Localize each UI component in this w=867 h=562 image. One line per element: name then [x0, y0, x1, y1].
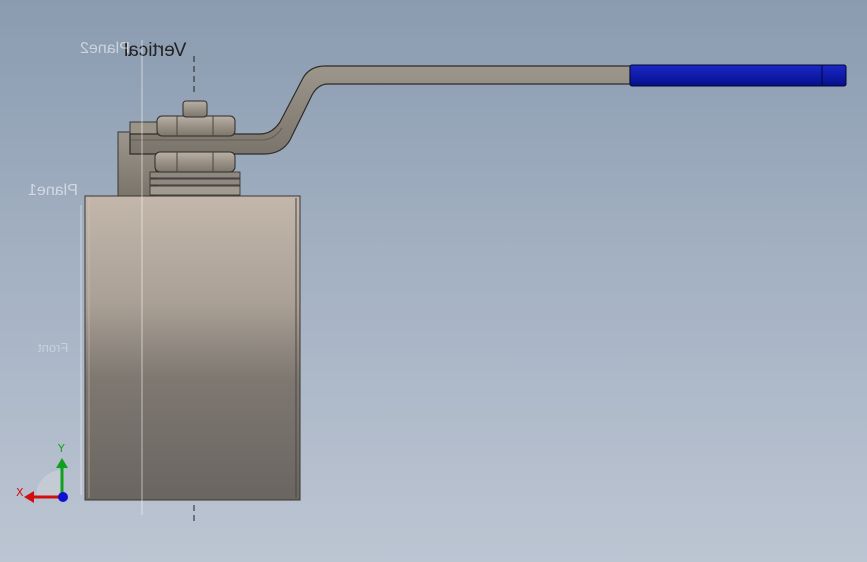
lower-nut [154, 151, 236, 173]
triad-x-label: X [16, 486, 24, 499]
upper-nut [156, 115, 236, 137]
triad-y-label: Y [58, 442, 65, 455]
valve-body [84, 195, 301, 501]
stem-top [182, 100, 208, 118]
handle-grip [629, 64, 847, 87]
orientation-triad [24, 458, 68, 503]
